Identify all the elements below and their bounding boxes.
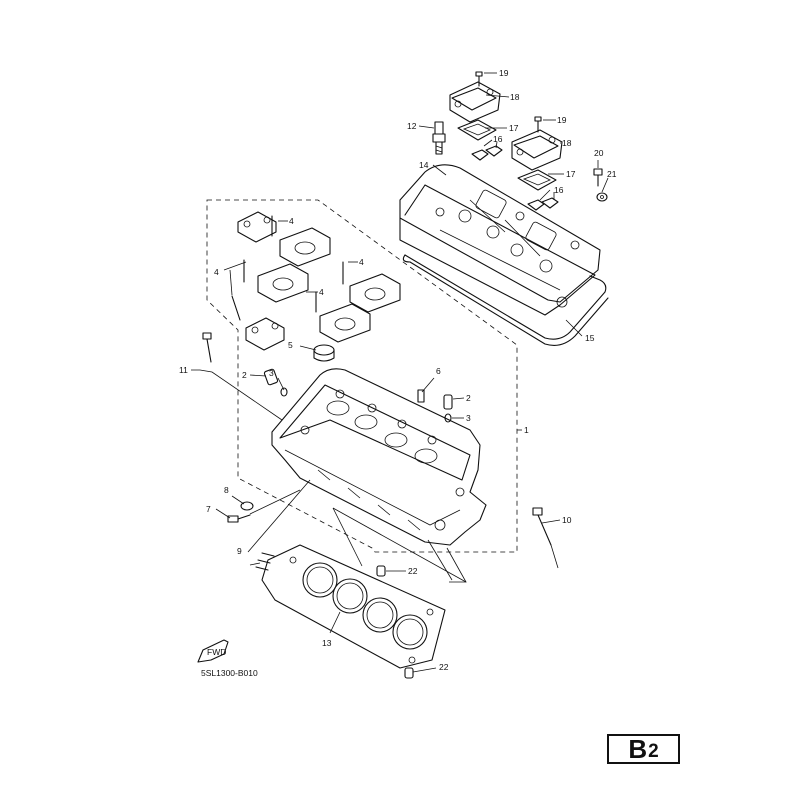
bolt-19-upper [475, 71, 483, 87]
callout-16-upper: 16 [493, 134, 503, 144]
callout-2-right: 2 [466, 393, 471, 403]
bolt-11 [202, 332, 212, 363]
camshaft-cap-3 [257, 263, 309, 303]
callout-8: 8 [224, 485, 229, 495]
cover-gasket [402, 254, 609, 346]
callout-3-left: 3 [269, 368, 274, 378]
callout-4-b: 4 [214, 267, 219, 277]
callout-19-lower: 19 [557, 115, 567, 125]
callout-10: 10 [562, 515, 572, 525]
callout-2-left: 2 [242, 370, 247, 380]
callout-22-lower: 22 [439, 662, 449, 672]
callout-1: 1 [524, 425, 529, 435]
callout-18-upper: 18 [510, 92, 520, 102]
bolt-19-lower [534, 116, 542, 133]
diagram-code: 5SL1300-B010 [201, 668, 258, 678]
reed-valve-lower [517, 169, 557, 191]
callout-17-lower: 17 [566, 169, 576, 179]
callout-13: 13 [322, 638, 332, 648]
leader-lines [191, 72, 609, 673]
badge-letter: B [628, 734, 648, 764]
stud-9 [255, 552, 275, 571]
callout-numbers: 19 18 17 16 19 18 17 16 12 14 20 21 15 4… [179, 68, 617, 672]
callout-9: 9 [237, 546, 242, 556]
dowel-22-lower [404, 667, 414, 679]
bolt-10 [532, 507, 552, 546]
camshaft-cap-4 [349, 273, 401, 313]
callout-4-d: 4 [319, 287, 324, 297]
badge-number: 2 [648, 740, 659, 762]
callout-21: 21 [607, 169, 617, 179]
spark-plug [432, 121, 446, 155]
reed-valve-upper [457, 119, 497, 141]
washer-21 [596, 192, 608, 202]
bolt-20 [593, 168, 603, 187]
callout-6: 6 [436, 366, 441, 376]
dowel-pin-left [263, 368, 279, 386]
callout-18-lower: 18 [562, 138, 572, 148]
camshaft-cap-1 [237, 211, 277, 243]
callout-19-upper: 19 [499, 68, 509, 78]
camshaft-cap-5 [319, 303, 371, 343]
cylinder-head-cover [399, 164, 601, 316]
camshaft-cap-2 [279, 227, 331, 267]
dowel-22-upper [376, 565, 386, 577]
reed-plates-lower [527, 197, 559, 211]
o-ring-left [280, 387, 288, 397]
callout-12: 12 [407, 121, 417, 131]
callout-17-upper: 17 [509, 123, 519, 133]
air-induction-cover-upper [449, 81, 501, 123]
cap-bolts [231, 215, 344, 321]
callout-7: 7 [206, 504, 211, 514]
callout-16-lower: 16 [554, 185, 564, 195]
oil-filler-plug [313, 344, 335, 362]
cylinder-head [271, 368, 487, 546]
cylinder-head-gasket [261, 544, 446, 669]
callout-11: 11 [179, 365, 188, 375]
cylinder-head-assembly-boundary [206, 199, 518, 553]
callout-22-upper: 22 [408, 566, 418, 576]
reed-plates-upper [471, 145, 503, 161]
callout-5: 5 [288, 340, 293, 350]
callout-15: 15 [585, 333, 595, 343]
fwd-label: FWD [207, 647, 226, 657]
dowel-pin-right [443, 394, 453, 410]
callout-4-a: 4 [289, 216, 294, 226]
fwd-arrow-icon: FWD [197, 639, 229, 663]
callout-4-c: 4 [359, 257, 364, 267]
callout-3-right: 3 [466, 413, 471, 423]
callout-20: 20 [594, 148, 604, 158]
o-ring-right [444, 413, 452, 423]
stud-6 [417, 389, 425, 403]
bolt-7 [227, 514, 251, 523]
washer-8 [240, 501, 254, 511]
callout-14: 14 [419, 160, 429, 170]
camshaft-cap-6 [245, 317, 285, 351]
air-induction-cover-lower [511, 129, 563, 171]
